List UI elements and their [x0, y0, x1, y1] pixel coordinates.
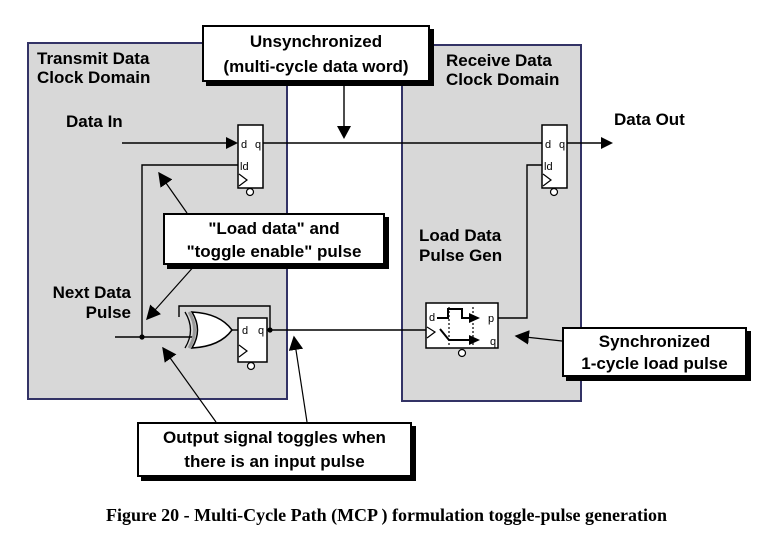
- load-toggle-callout-line1: "Load data" and: [208, 219, 340, 238]
- edge-waveform-icon: [439, 328, 469, 341]
- next-data-pulse-label-line2: Pulse: [85, 303, 131, 322]
- output-toggle-callout: Output signal toggles when there is an i…: [137, 422, 412, 477]
- next-data-pulse-label-line1: Next Data: [52, 283, 131, 302]
- load-data-pulse-gen-label-line2: Pulse Gen: [419, 246, 503, 265]
- receive-domain-title-line1: Receive Data: [446, 51, 552, 70]
- pin-label-ld: ld: [240, 161, 249, 173]
- data-in-label: Data In: [66, 112, 123, 131]
- unsync-arrowhead: [337, 126, 351, 139]
- pin-label-q: q: [258, 325, 264, 337]
- synchronized-callout: Synchronized 1-cycle load pulse: [562, 327, 747, 377]
- dff-transmit: d q ld: [237, 124, 264, 197]
- edge-waveform-arrowhead: [469, 335, 480, 345]
- transmit-domain-title-line2: Clock Domain: [37, 68, 151, 87]
- data-out-label: Data Out: [614, 110, 685, 129]
- clock-bubble-icon: [246, 361, 256, 371]
- load-pulse-wire: [498, 164, 542, 319]
- unsynchronized-callout-line2: (multi-cycle data word): [223, 57, 409, 76]
- pin-label-q: q: [559, 139, 565, 151]
- pulse-waveform-icon: [437, 308, 469, 319]
- dff-receive: d q ld: [541, 124, 568, 197]
- pin-label-q: q: [255, 139, 261, 151]
- receive-domain-title: Receive Data Clock Domain: [446, 51, 559, 89]
- synchronized-callout-line1: Synchronized: [598, 332, 711, 351]
- xor-gate-shade-arc: [187, 311, 196, 349]
- clock-wedge-icon: [238, 173, 248, 187]
- junction-dot: [267, 327, 273, 333]
- transmit-domain-title: Transmit Data Clock Domain: [37, 49, 150, 87]
- load-data-pulse-gen-label-line1: Load Data: [419, 226, 502, 245]
- dff-transmit-box: [237, 124, 264, 189]
- clock-bubble-icon: [549, 187, 559, 197]
- synchronized-callout-arrow: [514, 330, 563, 345]
- pin-label-d: d: [242, 325, 248, 337]
- pin-label-d: d: [241, 139, 247, 151]
- transmit-domain-title-line1: Transmit Data: [37, 49, 150, 68]
- load-data-pulse-gen-label: Load Data Pulse Gen: [419, 226, 502, 266]
- xor-gate-input-arc: [184, 311, 192, 349]
- pulse-generator: d p q: [425, 302, 499, 358]
- dff-receive-box: [541, 124, 568, 189]
- load-toggle-callout: "Load data" and "toggle enable" pulse: [163, 213, 385, 265]
- output-toggle-callout-arrow-right: [288, 335, 308, 423]
- output-toggle-callout-arrow-left: [162, 346, 217, 423]
- next-data-pulse-label: Next Data Pulse: [35, 283, 131, 323]
- output-toggle-callout-line2: there is an input pulse: [184, 452, 365, 471]
- xor-gate-body: [190, 311, 233, 349]
- clock-wedge-icon: [542, 173, 552, 187]
- load-toggle-callout-line2: "toggle enable" pulse: [186, 242, 362, 261]
- pin-label-q: q: [490, 336, 496, 348]
- transmit-ld-wire: [141, 164, 238, 337]
- pin-label-d: d: [429, 312, 435, 324]
- toggle-feedback-wire: [178, 305, 271, 330]
- synchronized-callout-line2: 1-cycle load pulse: [581, 354, 728, 373]
- dff-toggle: d q: [237, 317, 268, 371]
- pin-label-ld: ld: [544, 161, 553, 173]
- load-toggle-callout-arrow-up: [158, 171, 188, 214]
- output-toggle-callout-line1: Output signal toggles when: [163, 428, 386, 447]
- clock-wedge-icon: [426, 326, 437, 339]
- receive-domain-title-line2: Clock Domain: [446, 70, 560, 89]
- pin-label-p: p: [488, 313, 494, 325]
- pulse-waveform-arrowhead: [469, 313, 480, 323]
- load-toggle-callout-arrow-down: [146, 263, 197, 321]
- data-in-arrowhead: [226, 137, 238, 149]
- pin-label-d: d: [545, 139, 551, 151]
- clock-wedge-icon: [238, 344, 248, 358]
- data-out-arrowhead: [601, 137, 613, 149]
- clock-bubble-icon: [457, 348, 467, 358]
- unsynchronized-callout: Unsynchronized (multi-cycle data word): [202, 25, 430, 82]
- clock-bubble-icon: [245, 187, 255, 197]
- junction-dot: [139, 334, 145, 340]
- figure-caption: Figure 20 - Multi-Cycle Path (MCP ) form…: [105, 505, 668, 525]
- unsynchronized-callout-line1: Unsynchronized: [249, 32, 383, 51]
